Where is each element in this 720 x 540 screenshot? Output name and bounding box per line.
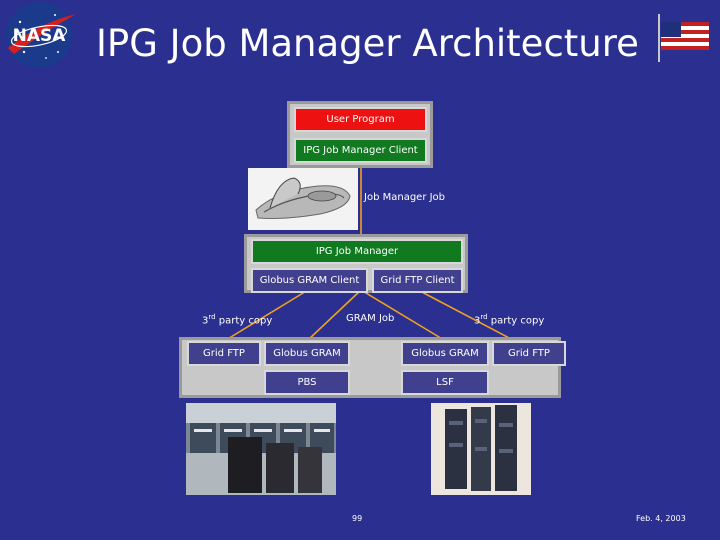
grid-ftp-client-box: Grid FTP Client	[372, 268, 463, 293]
nasa-meatball-logo: NASA	[6, 2, 76, 68]
job-manager-client-box: IPG Job Manager Client	[294, 138, 427, 163]
lsf-box: LSF	[401, 370, 489, 395]
presentation-date: Feb. 4, 2003	[636, 514, 686, 523]
pbs-computer-room-image	[186, 403, 336, 495]
grid-ftp-right-box: Grid FTP	[492, 341, 566, 366]
globus-gram-right-box: Globus GRAM	[401, 341, 489, 366]
pbs-box: PBS	[264, 370, 350, 395]
globus-gram-client-box: Globus GRAM Client	[251, 268, 368, 293]
nasa-logo-text: NASA	[13, 26, 67, 46]
grid-ftp-left-box: Grid FTP	[187, 341, 261, 366]
aircraft-render-image	[248, 168, 358, 230]
third-party-copy-left-label: 3rd party copy	[202, 313, 273, 327]
lsf-computer-room-image	[431, 403, 531, 495]
globus-gram-left-box: Globus GRAM	[264, 341, 350, 366]
third-party-copy-right-label: 3rd party copy	[474, 313, 545, 327]
ipg-job-manager-box: IPG Job Manager	[251, 239, 463, 264]
gram-job-label: GRAM Job	[346, 313, 395, 324]
page-number: 99	[352, 514, 363, 523]
page-title: IPG Job Manager Architecture	[96, 22, 639, 65]
user-program-box: User Program	[294, 107, 427, 132]
us-flag-icon	[658, 14, 709, 62]
job-manager-job-label: Job Manager Job	[364, 192, 446, 203]
